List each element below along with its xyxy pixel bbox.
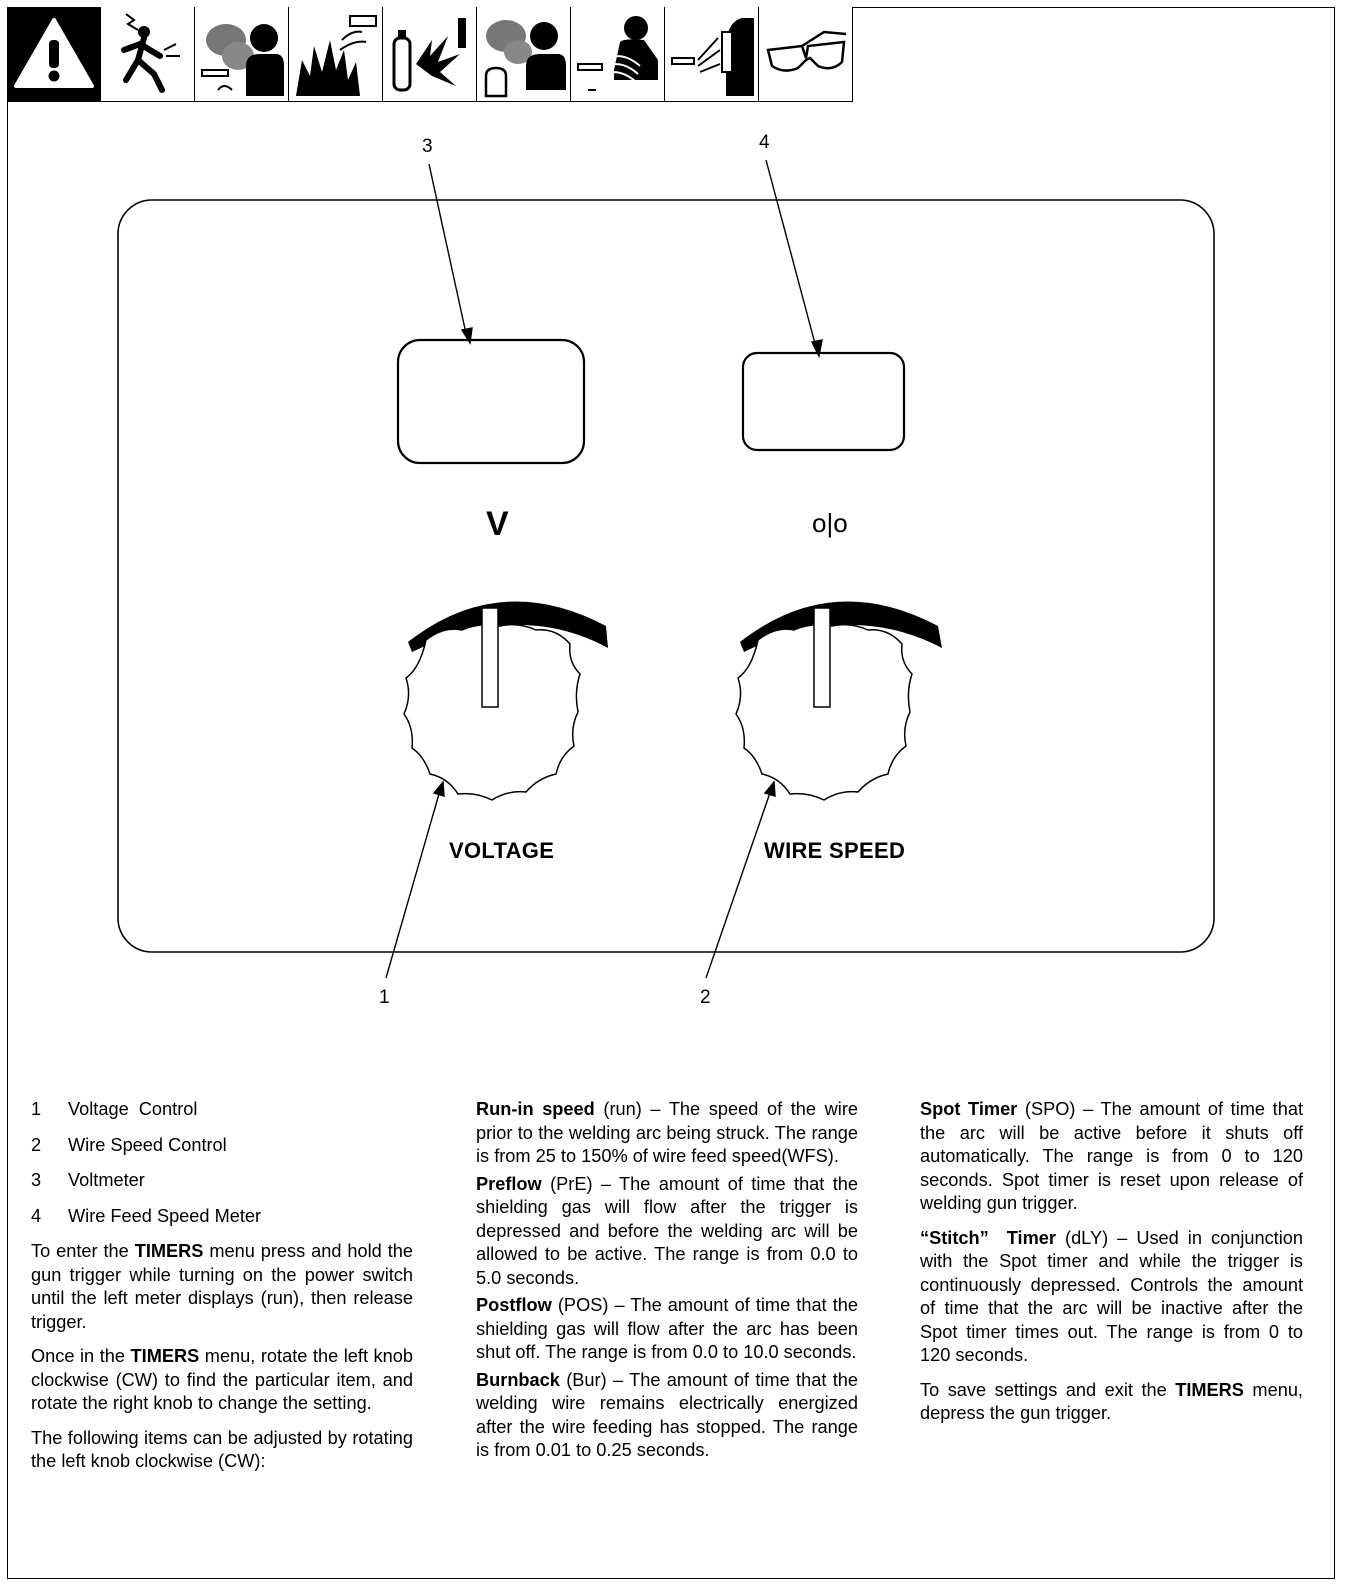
timers-rotate-paragraph: Once in the TIMERS menu, rotate the left… xyxy=(31,1346,413,1413)
cylinder-explode-icon xyxy=(383,7,477,102)
safety-icon-strip xyxy=(7,7,853,103)
voltage-knob[interactable] xyxy=(403,607,581,801)
leader-line-2 xyxy=(705,786,773,979)
spot-timer-paragraph: Spot Timer (SPO) – The amount of time th… xyxy=(920,1099,1303,1213)
preflow-paragraph: Preflow (PrE) – The amount of time that … xyxy=(476,1173,858,1288)
leader-line-4 xyxy=(765,159,818,352)
voltage-label: VOLTAGE xyxy=(449,838,555,863)
adjustable-items-paragraph: The following items can be adjusted by r… xyxy=(31,1427,413,1472)
wire-speed-symbol: o|o xyxy=(812,508,848,538)
callout-1: 1 xyxy=(379,987,390,1008)
control-panel-diagram xyxy=(117,159,1215,979)
wire-feed-speed-meter xyxy=(741,351,906,452)
run-in-speed-paragraph: Run-in speed (run) – The speed of the wi… xyxy=(476,1099,858,1166)
electric-shock-icon xyxy=(101,7,195,102)
postflow-paragraph: Postflow (POS) – The amount of time that… xyxy=(476,1295,858,1362)
callout-4: 4 xyxy=(759,132,770,153)
timers-enter-paragraph: To enter the TIMERS menu press and hold … xyxy=(31,1241,413,1332)
arc-rays-icon xyxy=(665,7,759,102)
burnback-paragraph: Burnback (Bur) – The amount of time that… xyxy=(476,1369,858,1461)
wire-speed-knob[interactable] xyxy=(735,607,913,801)
wire-speed-scale-arc xyxy=(740,601,942,652)
wire-speed-label: WIRE SPEED xyxy=(764,838,906,863)
fire-explosion-icon xyxy=(289,7,383,102)
text-column-2: Run-in speed (run) – The speed of the wi… xyxy=(476,1098,858,1467)
voltmeter xyxy=(396,338,586,465)
panel-outline xyxy=(117,199,1215,953)
fumes-gases-icon xyxy=(195,7,289,102)
save-settings-paragraph: To save settings and exit the TIMERS men… xyxy=(920,1379,1303,1424)
text-column-3: Spot Timer (SPO) – The amount of time th… xyxy=(920,1098,1303,1437)
voltage-symbol: V xyxy=(486,505,509,543)
voltage-scale-arc xyxy=(408,601,608,652)
leader-line-3 xyxy=(428,163,468,339)
leader-line-1 xyxy=(385,786,442,979)
stitch-timer-paragraph: “Stitch” Timer (dLY) – Used in conjuncti… xyxy=(920,1227,1304,1366)
callout-3: 3 xyxy=(422,136,433,157)
hot-parts-icon xyxy=(571,7,665,102)
callout-2: 2 xyxy=(700,987,711,1008)
safety-glasses-icon xyxy=(759,7,853,102)
cylinder-fumes-icon xyxy=(477,7,571,102)
warning-triangle-icon xyxy=(7,7,101,102)
